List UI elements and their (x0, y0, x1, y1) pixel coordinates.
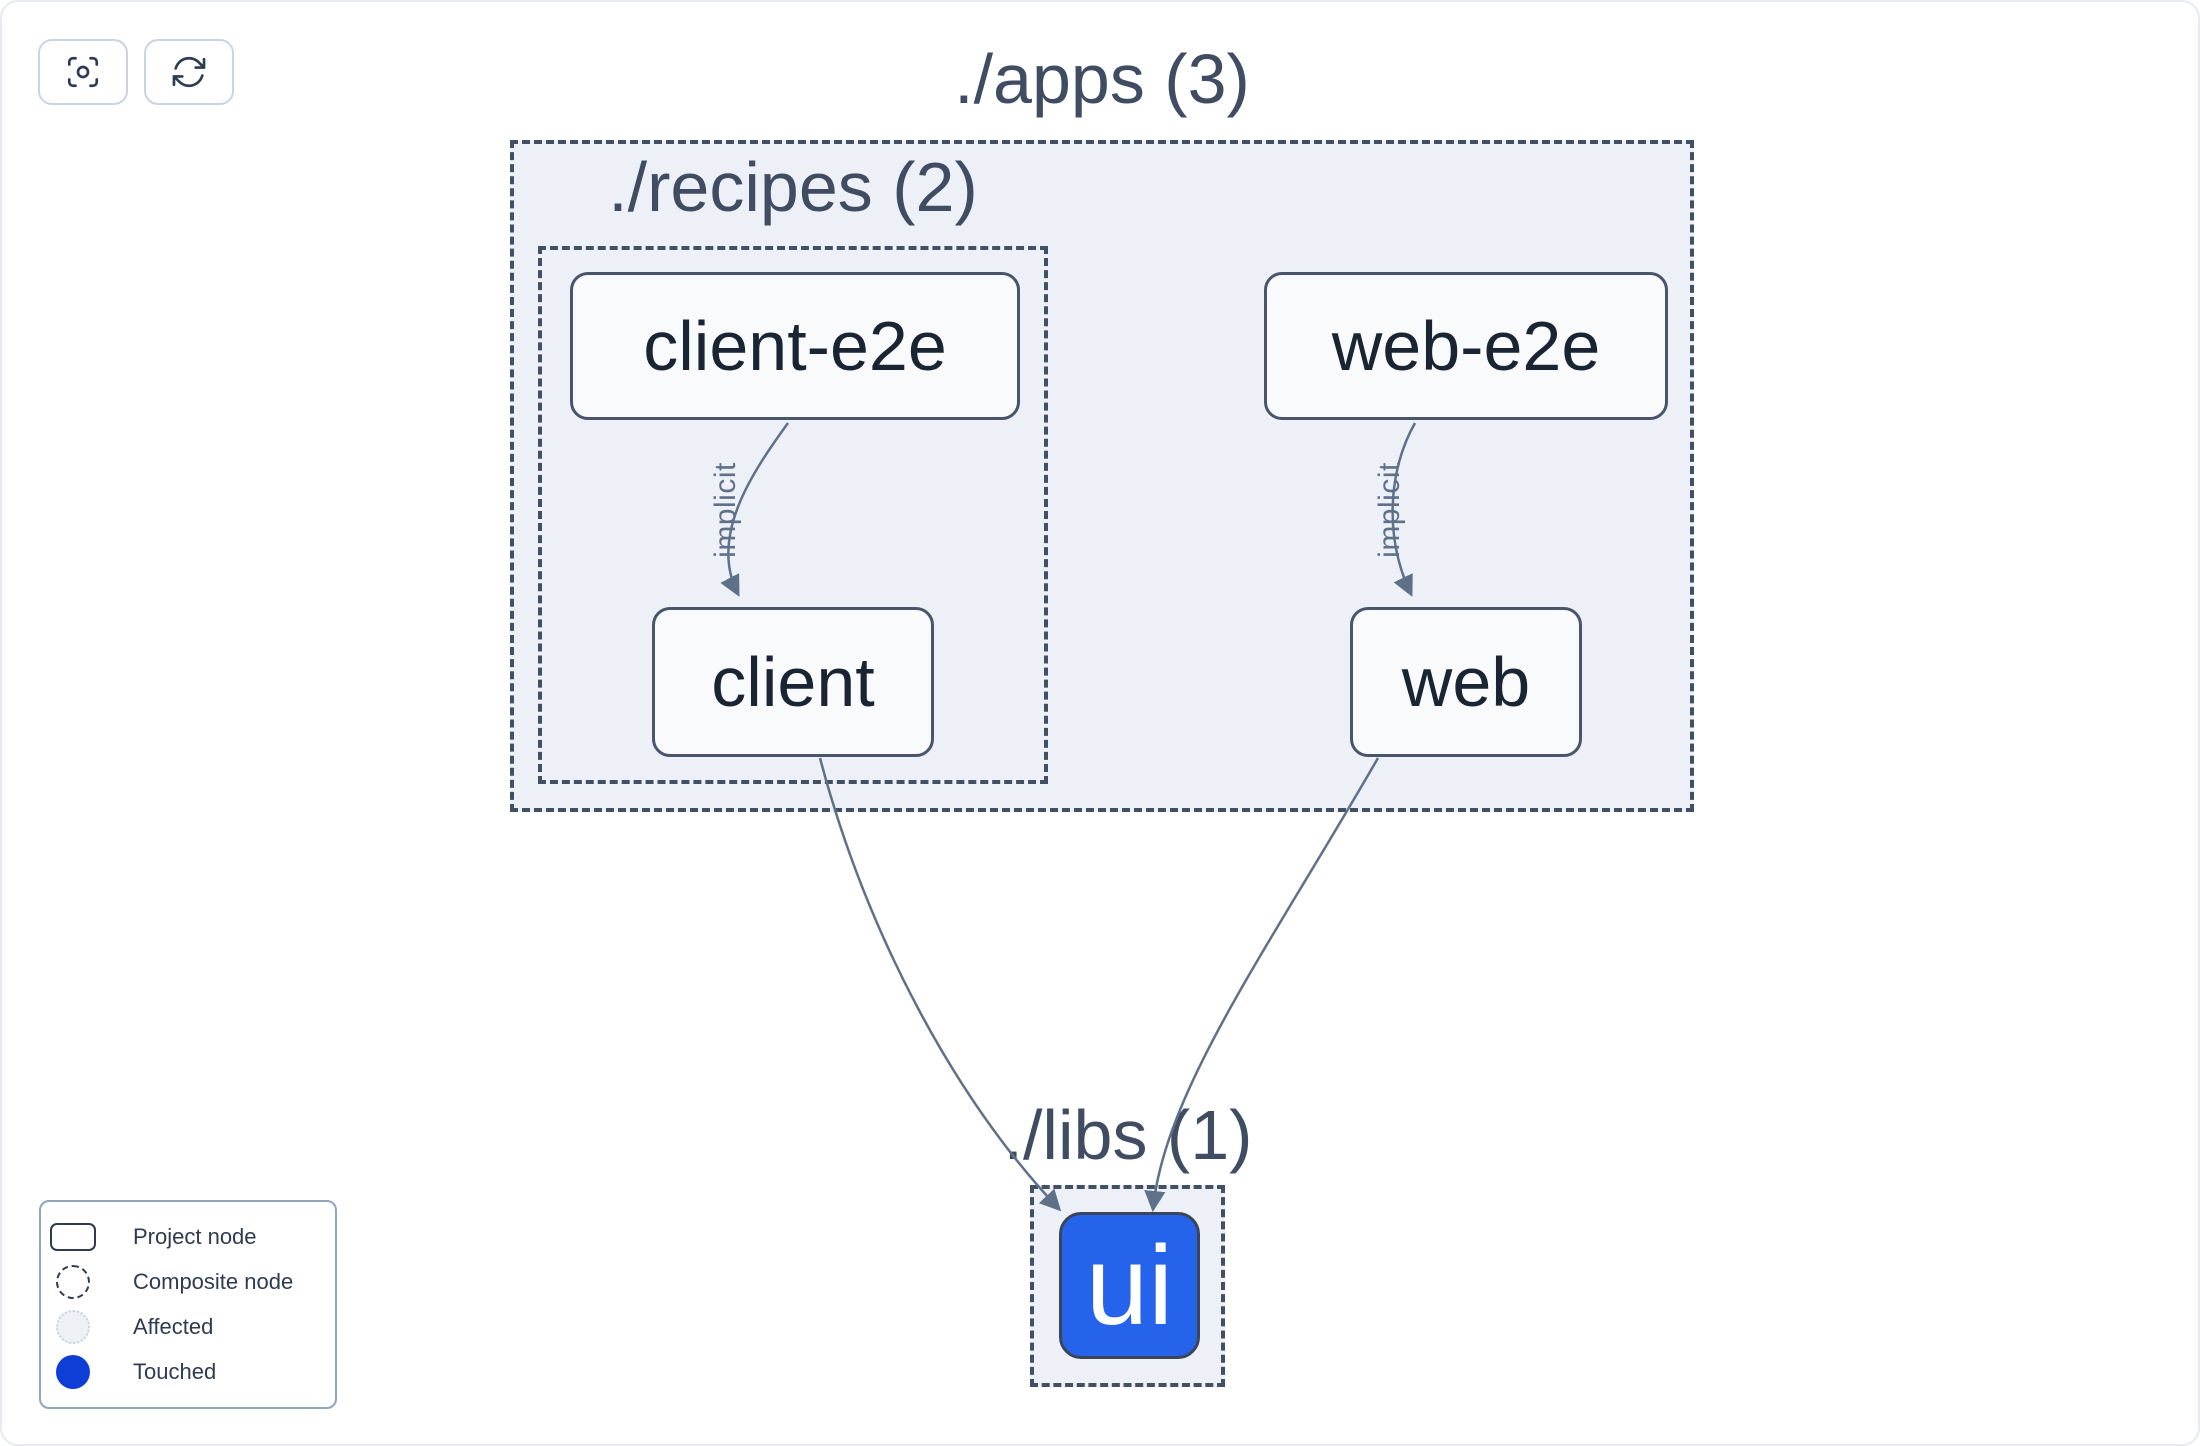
focus-icon (63, 52, 103, 92)
legend-item-touched: Touched (41, 1351, 335, 1393)
legend-item-project-node: Project node (41, 1216, 335, 1258)
edge-label-implicit: implicit (1373, 462, 1406, 558)
legend-item-affected: Affected (41, 1306, 335, 1348)
group-label-libs: ./libs (1) (1003, 1096, 1253, 1174)
affected-swatch-icon (56, 1310, 90, 1345)
touched-swatch-icon (56, 1355, 90, 1390)
composite-node-swatch-icon (56, 1264, 90, 1299)
legend-label: Composite node (133, 1268, 294, 1294)
legend-item-composite-node: Composite node (41, 1261, 335, 1303)
refresh-graph-button[interactable] (144, 39, 234, 105)
node-label: web (1401, 643, 1531, 721)
legend-label: Touched (133, 1359, 217, 1385)
node-label: web-e2e (1331, 307, 1601, 385)
project-node-client[interactable]: client (652, 607, 934, 757)
legend-label: Project node (133, 1223, 257, 1249)
node-label: ui (1085, 1223, 1174, 1348)
project-node-ui-touched[interactable]: ui (1059, 1212, 1200, 1359)
node-label: client-e2e (643, 307, 947, 385)
project-node-client-e2e[interactable]: client-e2e (570, 272, 1020, 420)
legend-label: Affected (133, 1314, 214, 1340)
project-node-web-e2e[interactable]: web-e2e (1264, 272, 1668, 420)
node-label: client (711, 643, 875, 721)
project-node-swatch-icon (50, 1222, 96, 1251)
group-label-apps: ./apps (3) (954, 40, 1250, 118)
group-label-recipes: ./recipes (2) (608, 148, 978, 226)
legend: Project node Composite node Affected Tou… (39, 1200, 337, 1409)
refresh-icon (169, 52, 209, 92)
edge-label-implicit: implicit (709, 462, 742, 558)
focus-graph-button[interactable] (38, 39, 128, 105)
project-node-web[interactable]: web (1350, 607, 1582, 757)
